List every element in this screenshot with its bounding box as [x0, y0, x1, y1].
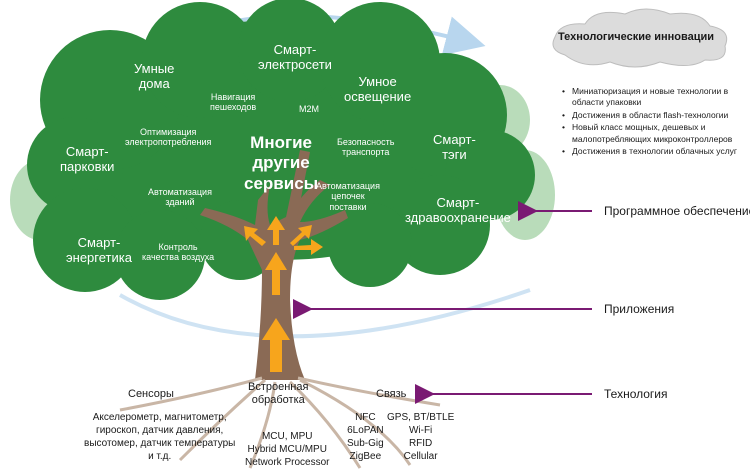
innovations-title: Технологические инновации	[558, 31, 714, 43]
tree-canopy	[27, 0, 535, 300]
growth-arrows	[244, 216, 323, 372]
embedded-list: MCU, MPU Hybrid MCU/MPU Network Processo…	[245, 431, 330, 468]
layer-software-label: Программное обеспечение	[604, 204, 750, 218]
innovation-item: Новый класс мощных, дешевых и малопотреб…	[562, 122, 747, 145]
innovations-list: Миниатюризация и новые технологии в обла…	[562, 86, 747, 159]
sensors-list: Акселерометр, магнитометр, гироскоп, дат…	[84, 412, 236, 462]
innovation-item: Достижения в технологии облачных услуг	[562, 146, 747, 158]
sensors-title: Сенсоры	[128, 388, 174, 400]
innovation-item: Миниатюризация и новые технологии в обла…	[562, 86, 747, 109]
label-smart-parking: Смарт-парковки	[60, 144, 115, 174]
tree-roots	[119, 376, 441, 469]
label-m2m: M2M	[299, 104, 319, 114]
comm-list-right: GPS, BT/BTLE Wi-Fi RFID Cellular	[387, 412, 455, 462]
layer-technology-label: Технология	[604, 387, 668, 401]
comm-list-left: NFC 6LoPAN Sub-Gig ZigBee	[347, 412, 384, 462]
label-smart-energy: Смарт-энергетика	[66, 235, 132, 265]
innovation-cloud	[552, 8, 728, 68]
comm-title: Связь	[376, 388, 407, 400]
innovation-item: Достижения в области flash-технологии	[562, 110, 747, 122]
cycle-arrow-bottom	[119, 288, 531, 339]
layer-applications-label: Приложения	[604, 302, 675, 316]
label-smart-health: Смарт-здравоохранение	[405, 195, 511, 225]
label-smart-grid: Смарт-электросети	[258, 42, 332, 72]
layer-pointers	[293, 201, 592, 404]
label-smart-tags: Смарт-тэги	[433, 132, 476, 162]
